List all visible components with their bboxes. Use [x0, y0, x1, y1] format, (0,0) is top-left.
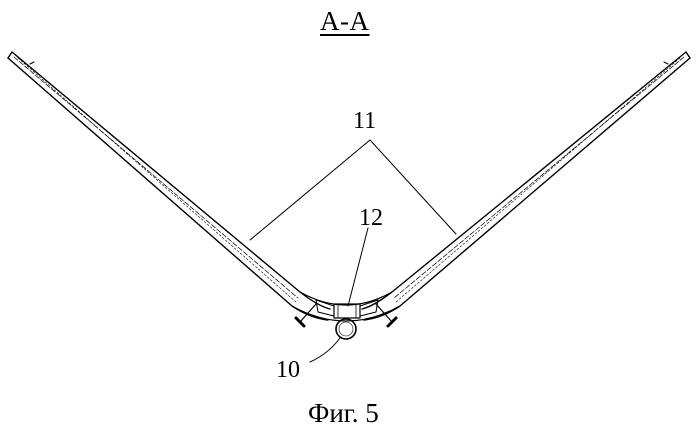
base-element [316, 300, 378, 318]
pipe [336, 319, 356, 339]
figure-caption: Фиг. 5 [308, 398, 379, 429]
label-channel-walls: 11 [353, 108, 376, 134]
left-channel-wall [8, 52, 330, 320]
label-base-element: 12 [359, 205, 383, 231]
label-pipe: 10 [276, 357, 300, 383]
joint-curve [300, 292, 392, 305]
right-channel-wall [362, 52, 690, 320]
